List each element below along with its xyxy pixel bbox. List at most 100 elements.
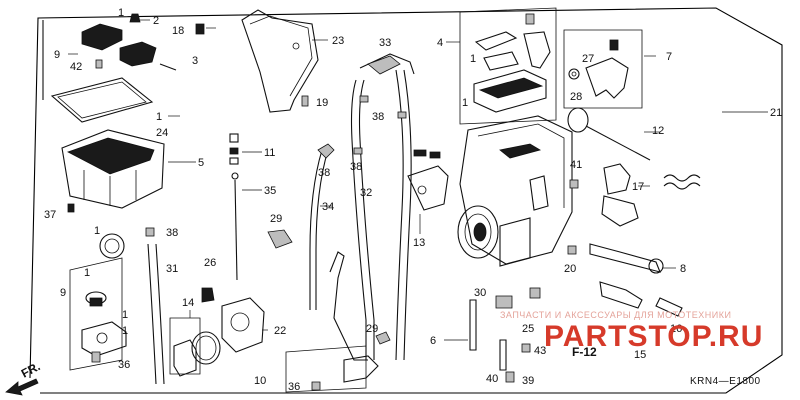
part-top-cover (81, 23, 123, 51)
diagram-frame (29, 7, 783, 394)
callout-1: 1 (470, 53, 476, 65)
callout-35: 35 (264, 185, 276, 197)
fr-label: FR. (19, 359, 43, 380)
part-38-clip-c (353, 147, 363, 155)
part-29-clamp (267, 229, 293, 249)
part-carb-bore (457, 205, 499, 259)
callout-33: 33 (379, 37, 391, 49)
callout-labels: 1 2 18 23 33 4 7 9 3 42 1 24 19 38 1 27 … (44, 7, 782, 393)
part-25-jet (499, 339, 507, 371)
callout-1: 1 (118, 7, 124, 19)
callout-8: 8 (680, 263, 686, 275)
part-11-nut (229, 133, 239, 143)
part-group-carburetor-body (407, 107, 701, 383)
callout-13: 13 (413, 237, 425, 249)
callout-2: 2 (153, 15, 159, 27)
callout-1: 1 (94, 225, 100, 237)
part-31-hose (147, 243, 157, 385)
callout-10: 10 (254, 375, 266, 387)
callout-23: 23 (332, 35, 344, 47)
callout-18: 18 (172, 25, 184, 37)
part-20-nut (567, 245, 577, 255)
callout-30: 30 (474, 287, 486, 299)
callout-25: 25 (522, 323, 534, 335)
callout-38: 38 (350, 161, 362, 173)
callout-16: 16 (670, 323, 682, 335)
part-43-washer (521, 343, 531, 353)
callout-41: 41 (570, 159, 582, 171)
callout-24: 24 (156, 127, 168, 139)
callout-1: 1 (462, 97, 468, 109)
part-30-jet (495, 295, 513, 309)
callout-1: 1 (156, 111, 162, 123)
callout-5: 5 (198, 157, 204, 169)
part-group-top-right (459, 7, 768, 125)
callout-20: 20 (564, 263, 576, 275)
callout-1: 1 (122, 325, 128, 337)
callout-26: 26 (204, 257, 216, 269)
callout-27: 27 (582, 53, 594, 65)
part-13-bracket (407, 165, 449, 211)
part-32-hose (395, 69, 404, 361)
part-38-plug (145, 227, 155, 237)
part-12-pulley (567, 107, 589, 133)
part-39-screw (505, 371, 515, 383)
part-38-clip-a (359, 95, 369, 103)
part-spring (663, 174, 701, 182)
callout-21: 21 (770, 107, 782, 119)
callout-29: 29 (366, 323, 378, 335)
part-37-drain-screw (67, 203, 75, 213)
part-8-valve (589, 243, 661, 273)
callout-38: 38 (166, 227, 178, 239)
part-2-screw (129, 13, 141, 23)
callout-36: 36 (118, 359, 130, 371)
part-38-clip-b (397, 111, 407, 119)
reference-tag: F-12 (572, 345, 597, 359)
part-carburetor-body (459, 115, 573, 265)
part-33-hose (350, 79, 367, 360)
callout-4: 4 (437, 37, 443, 49)
part-36-screw-a (91, 351, 101, 363)
callout-39: 39 (522, 375, 534, 387)
part-group-center-left (169, 9, 379, 393)
part-22-insulator (221, 297, 265, 353)
callout-14: 14 (182, 297, 194, 309)
callout-43: 43 (534, 345, 546, 357)
callout-1: 1 (84, 267, 90, 279)
callout-9: 9 (54, 49, 60, 61)
part-12-shaft (585, 125, 651, 161)
watermark-logo: PARTSTOP.RU (544, 320, 763, 353)
callout-31: 31 (166, 263, 178, 275)
part-26-nut (201, 287, 215, 303)
part-35-needle (234, 179, 238, 281)
part-41-nut (569, 179, 579, 189)
part-7-lever (585, 57, 629, 99)
part-group-hoses (350, 53, 415, 361)
callout-28: 28 (570, 91, 582, 103)
callout-36: 36 (288, 381, 300, 393)
callout-22: 22 (274, 325, 286, 337)
part-pump-body (81, 321, 127, 357)
part-23-cover (241, 9, 319, 113)
part-o-ring (191, 331, 221, 365)
part-29-clip (375, 331, 391, 345)
callout-3: 3 (192, 55, 198, 67)
part-24-gasket (50, 77, 154, 123)
callout-7: 7 (666, 51, 672, 63)
leader-lines (68, 19, 676, 341)
front-arrow-icon (5, 378, 39, 396)
callout-38: 38 (372, 111, 384, 123)
part-9-pump-group (69, 257, 123, 371)
part-34-hose (309, 149, 323, 310)
part-16-screw (655, 297, 683, 317)
callout-34: 34 (322, 201, 334, 213)
diagram-code: KRN4—E1800 (690, 376, 761, 387)
part-19-bolt (301, 95, 309, 107)
part-4-group (459, 7, 557, 125)
part-pump-diaphragm (99, 233, 125, 259)
part-36-screw-b (311, 381, 321, 391)
callout-15: 15 (634, 349, 646, 361)
callout-19: 19 (316, 97, 328, 109)
